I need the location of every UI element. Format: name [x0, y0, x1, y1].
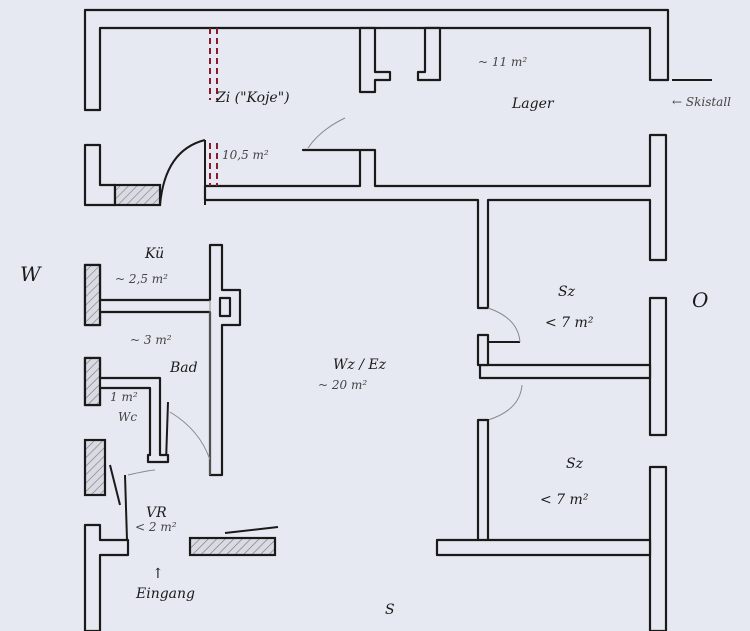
room-zimmer-name: Zi ("Koje")	[216, 90, 290, 106]
label-skistall: ← Skistall	[672, 95, 732, 109]
room-bad-name: Bad	[170, 360, 198, 376]
door-arc-bad	[169, 411, 211, 461]
wall-hatched-kueche	[83, 263, 102, 327]
room-sz1-name: Sz	[558, 284, 575, 300]
compass-west: W	[20, 262, 41, 286]
room-wz-name: Wz / Ez	[333, 357, 386, 373]
room-lager-name: Lager	[512, 96, 554, 112]
wall-hatched-wc	[83, 438, 107, 497]
dashed-partition	[209, 28, 218, 186]
door-arc-zimmer	[159, 139, 206, 206]
flur-area: ~ 3 m²	[130, 333, 172, 347]
wall-right-mid	[648, 296, 668, 437]
wall-right-lower	[648, 465, 668, 631]
room-lager-area: ~ 11 m²	[478, 55, 528, 69]
door-arc-sz1	[487, 307, 521, 343]
wall-sz2-left	[476, 418, 490, 544]
room-wz-area: ~ 20 m²	[318, 378, 368, 392]
wall-entrance	[83, 523, 130, 631]
wall-hatched-block	[113, 183, 162, 207]
eingang-arrow: ↑	[152, 566, 164, 582]
room-vr-name: VR	[146, 505, 167, 521]
wall-bedroom-divider	[478, 363, 652, 380]
wall-stub-lager-1	[358, 26, 392, 94]
wall-hatched-bad	[83, 356, 102, 407]
wall-middle	[203, 133, 668, 310]
door-bad	[165, 401, 169, 463]
door-entrance	[224, 526, 279, 534]
door-arc-sz2	[487, 384, 523, 421]
wall-sz-left	[476, 333, 490, 367]
wall-bottom	[435, 538, 652, 557]
wall-entrance-right	[188, 536, 277, 557]
door-wc	[109, 464, 121, 506]
room-zimmer-area: 10,5 m²	[222, 148, 269, 162]
door-arc-wc	[127, 469, 156, 476]
arrow-zimmer	[307, 117, 346, 149]
room-wc-area: 1 m²	[110, 390, 138, 404]
room-sz1-area: < 7 m²	[545, 315, 594, 331]
room-sz2-name: Sz	[566, 456, 583, 472]
compass-south: S	[385, 602, 395, 618]
wall-stub-lager-2	[416, 26, 442, 82]
room-eingang-name: Eingang	[136, 586, 196, 602]
wall-vr	[124, 474, 128, 541]
room-wc-name: Wc	[118, 410, 138, 424]
room-sz2-area: < 7 m²	[540, 492, 589, 508]
room-vr-area: < 2 m²	[135, 520, 177, 534]
compass-east: O	[692, 288, 709, 312]
shaft	[218, 296, 232, 318]
room-kueche-area: ~ 2,5 m²	[115, 272, 168, 286]
wall-left-upper	[83, 143, 117, 207]
room-kueche-name: Kü	[145, 246, 165, 262]
wall-top	[83, 8, 670, 112]
